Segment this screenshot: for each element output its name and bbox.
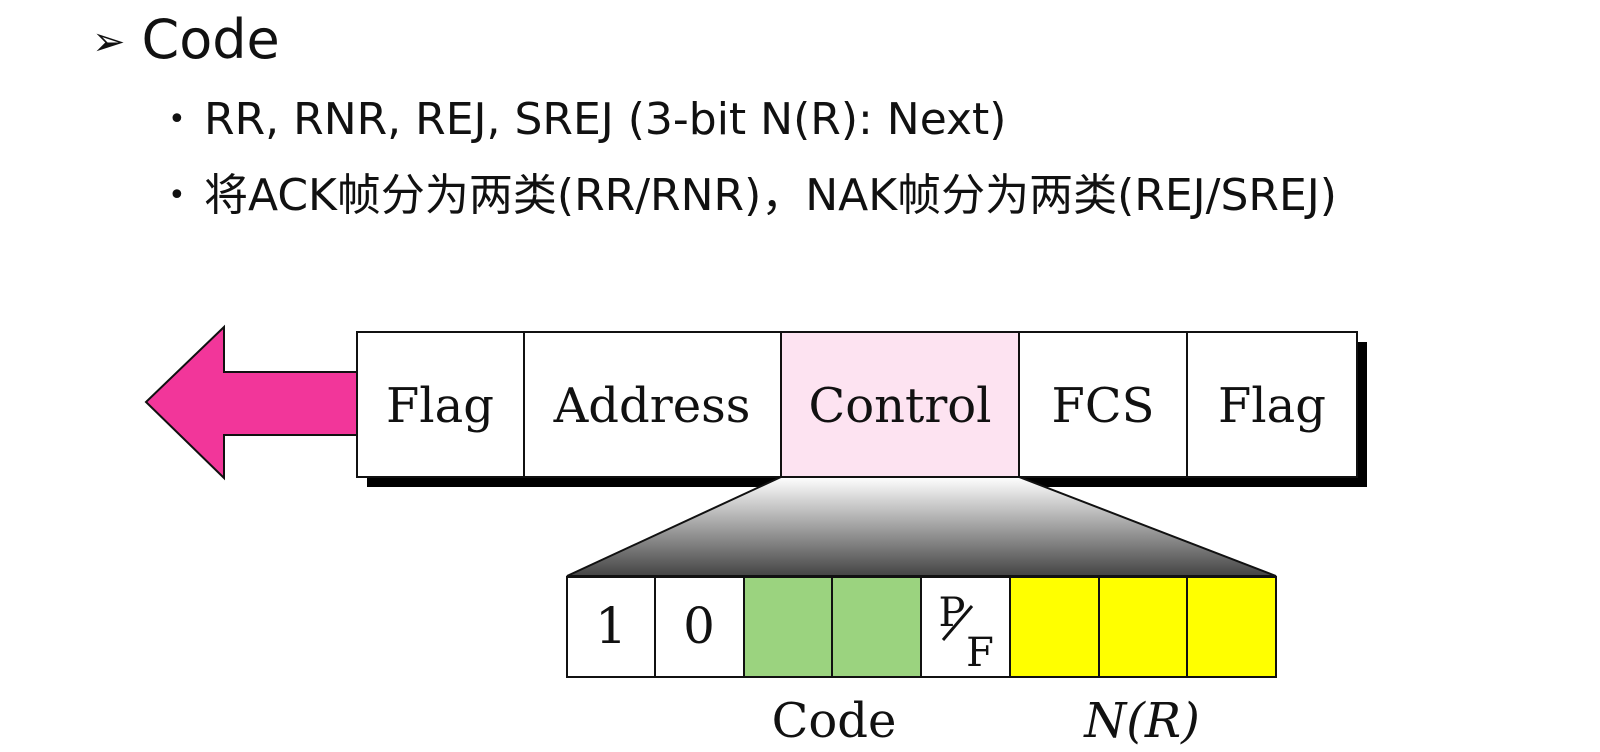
zoom-trapezoid	[566, 476, 1277, 577]
control-bit-code-2	[831, 576, 922, 678]
bullet-text: RR, RNR, REJ, SREJ (3-bit N(R): Next)	[204, 94, 1007, 145]
control-bit-nr-2	[1098, 576, 1188, 678]
control-bits: 1 0 P F	[566, 576, 1277, 678]
bullet-item: • 将ACK帧分为两类(RR/RNR)，NAK帧分为两类(REJ/SREJ)	[168, 158, 1337, 234]
bullet-list: • RR, RNR, REJ, SREJ (3-bit N(R): Next) …	[168, 82, 1337, 234]
direction-arrow-icon	[144, 324, 361, 481]
bullet-text: 将ACK帧分为两类(RR/RNR)，NAK帧分为两类(REJ/SREJ)	[204, 170, 1337, 221]
frame-field-address	[523, 331, 782, 478]
control-bit-code-1	[743, 576, 833, 678]
control-bit-2	[654, 576, 745, 678]
frame-field-label: Control	[808, 378, 991, 434]
control-bit-value: 1	[595, 597, 627, 655]
bullet-dot-icon: •	[168, 102, 186, 137]
frame-field-label: Address	[553, 378, 751, 434]
control-bit-nr-3	[1186, 576, 1277, 678]
pf-bottom-label: F	[966, 630, 994, 676]
code-label: Code	[772, 693, 897, 749]
slide-heading: ➢ Code	[92, 0, 280, 80]
arrow-bullet-icon: ➢	[92, 19, 126, 65]
control-bit-value: 0	[683, 597, 715, 655]
bullet-dot-icon: •	[168, 178, 186, 213]
control-bit-nr-1	[1009, 576, 1100, 678]
bullet-item: • RR, RNR, REJ, SREJ (3-bit N(R): Next)	[168, 82, 1337, 158]
frame-field-fcs	[1018, 331, 1188, 478]
pf-slash	[941, 605, 974, 641]
heading-title: Code	[141, 8, 280, 71]
frame-field-label: FCS	[1052, 378, 1155, 434]
frame-field-label: Flag	[1218, 378, 1326, 434]
frame-field-label: Flag	[386, 378, 494, 434]
frame-fields: Flag Address Control FCS Flag	[356, 331, 1358, 478]
control-bit-1	[566, 576, 656, 678]
frame-field-flag-end	[1186, 331, 1358, 478]
nr-label: N(R)	[1083, 693, 1200, 749]
